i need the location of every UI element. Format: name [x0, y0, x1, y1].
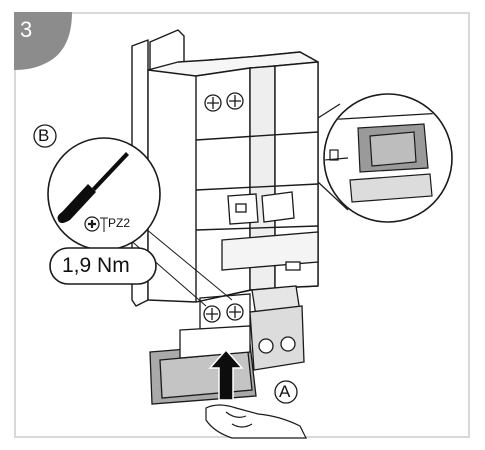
callout-a-circle	[274, 380, 298, 404]
bit-marker	[100, 217, 108, 232]
detail-pointer-line-2	[317, 103, 341, 119]
toggle-levers	[221, 191, 319, 271]
bottom-screw-1-slot	[206, 308, 218, 320]
small-tab	[285, 261, 301, 271]
callout-a-label: A	[279, 382, 291, 401]
top-screw-1-slot	[207, 97, 219, 109]
accessory-screw-2	[280, 336, 296, 352]
lever-right	[261, 191, 295, 223]
hand-icon	[205, 404, 307, 439]
detail-pointer-line	[317, 181, 349, 211]
top-screw-2-slot	[229, 95, 241, 107]
screwdriver-callout	[47, 137, 233, 307]
step-number: 3	[20, 17, 33, 42]
torque-label: 1,9 Nm	[62, 254, 130, 277]
detail-lever	[349, 173, 433, 203]
accessory-link	[179, 325, 251, 359]
hand-shape	[205, 404, 307, 439]
callout-line-2	[139, 223, 233, 301]
detail-slot-inner	[369, 131, 417, 167]
accessory-face	[159, 351, 253, 399]
bottom-screw-2-slot	[229, 306, 241, 318]
detail-pin	[329, 149, 339, 161]
detail-edge	[325, 157, 349, 161]
bit-size-label: PZ2	[108, 216, 131, 230]
screwdriver-icon	[57, 152, 129, 223]
top-terminals	[204, 92, 244, 112]
step-line-3	[195, 225, 319, 231]
step-badge-shape	[14, 12, 72, 70]
pozidriv-cross-icon	[84, 216, 100, 232]
detail-magnifier	[317, 93, 453, 223]
step-badge	[14, 12, 72, 70]
step-line	[195, 131, 319, 141]
push-arrow-icon	[208, 348, 244, 401]
callout-circle	[47, 137, 161, 251]
screwdriver-handle	[57, 184, 96, 223]
hand-finger-1	[225, 411, 247, 418]
accessory-screw-1	[258, 338, 274, 354]
torque-pill	[49, 247, 157, 285]
callout-b-circle	[33, 124, 57, 148]
bottom-terminals	[199, 293, 251, 335]
accessory-body	[249, 305, 305, 371]
screwdriver-shaft	[92, 152, 129, 191]
step-line-2	[195, 183, 319, 191]
lever-window	[235, 203, 247, 213]
lower-block	[221, 231, 319, 271]
callout-b-label: B	[38, 126, 50, 145]
hand-finger-2	[231, 423, 253, 428]
